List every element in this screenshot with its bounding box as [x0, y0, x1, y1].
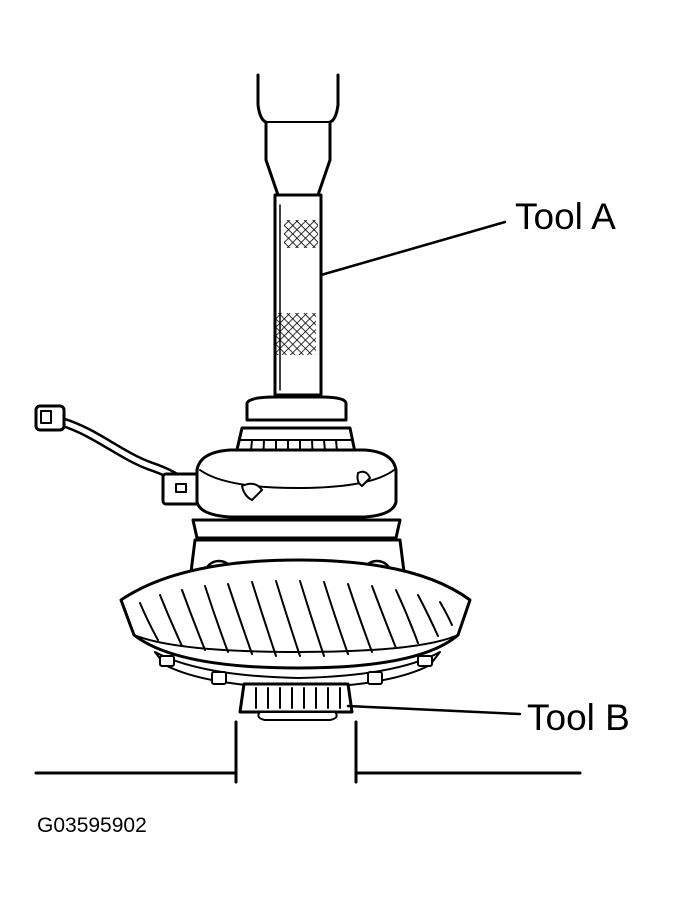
- knurl-grip-upper: [284, 220, 318, 248]
- tool-b-bearing-support: [238, 682, 354, 721]
- sensor-connector-icon: [34, 404, 201, 506]
- tool-b-label: Tool B: [527, 697, 630, 738]
- knurl-grip-lower: [276, 313, 316, 355]
- press-bed-base: [34, 720, 582, 784]
- tool-b-leader-line: [346, 704, 522, 716]
- tool-a-press-shaft: [245, 73, 348, 422]
- figure-id: G03595902: [37, 814, 147, 837]
- tool-a-label: Tool A: [515, 196, 616, 237]
- ring-gear: [119, 558, 472, 689]
- tool-a-leader-line: [319, 220, 507, 277]
